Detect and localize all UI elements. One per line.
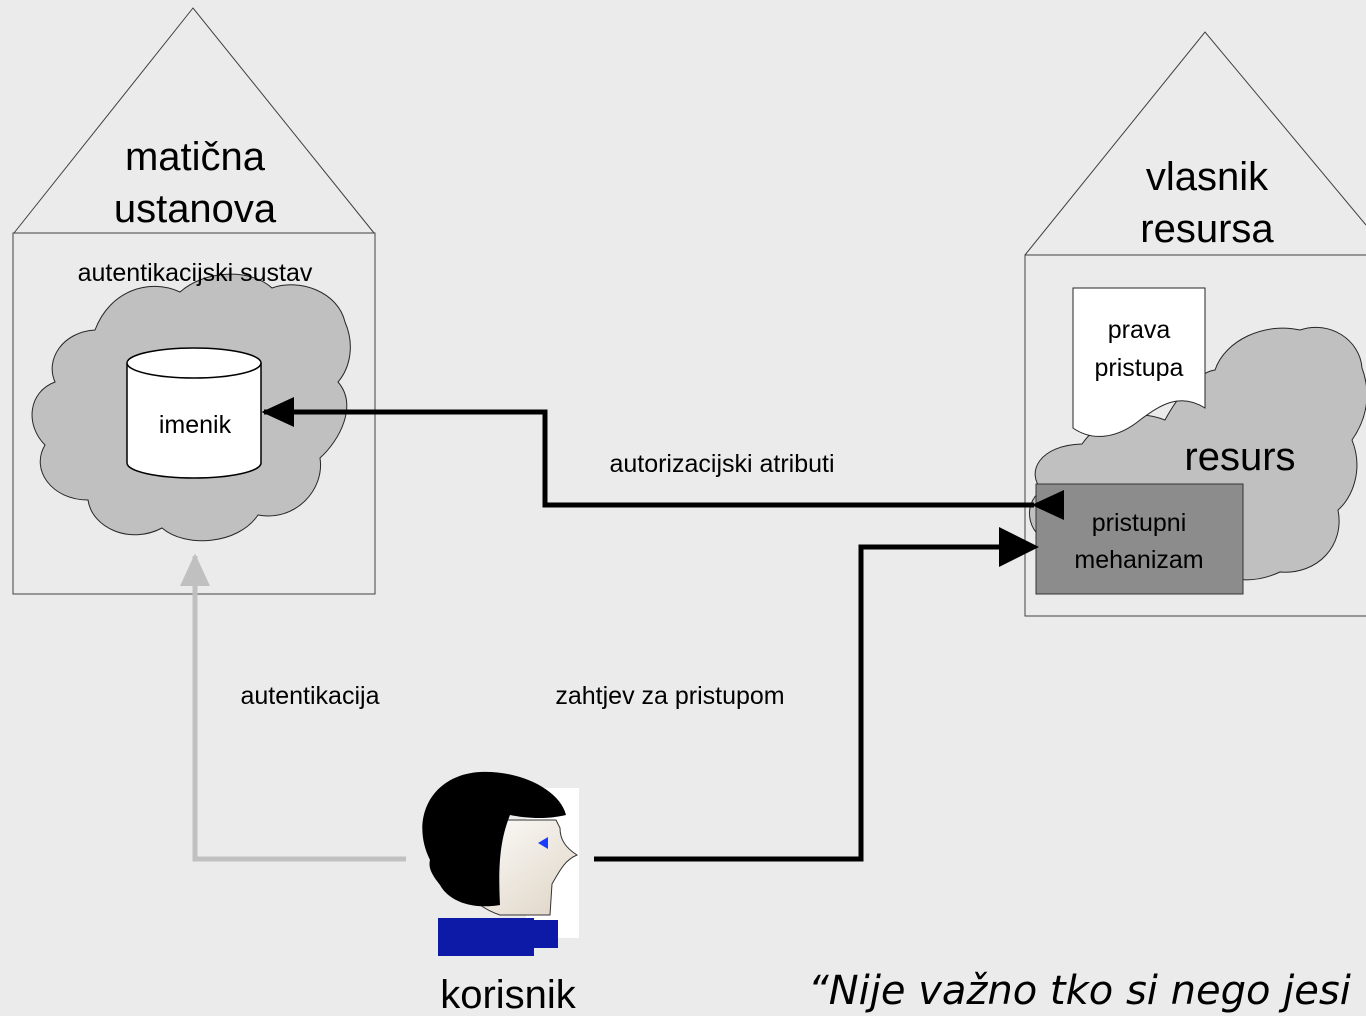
access-mechanism-box [1035, 483, 1244, 595]
user-avatar-icon [422, 771, 579, 956]
home-institution-roof [13, 7, 375, 234]
access-request-arrow [594, 527, 1039, 862]
directory-database-icon [126, 347, 262, 479]
resource-label: resurs [1184, 435, 1295, 479]
resource-owner-title-line1: vlasnik [1146, 155, 1269, 199]
authorization-attributes-label: autorizacijski atributi [609, 450, 834, 478]
user-label: korisnik [440, 973, 577, 1016]
access-rights-label-line1: prava [1108, 316, 1171, 344]
authorization-attributes-arrow [261, 397, 1064, 520]
authentication-label: autentikacija [241, 682, 380, 710]
access-rights-label-line2: pristupa [1095, 354, 1184, 382]
resource-owner-title-line2: resursa [1140, 207, 1274, 251]
resource-owner-roof [1024, 31, 1366, 256]
authentication-arrow [180, 553, 406, 862]
home-institution-title-line1: matična [125, 135, 266, 179]
home-institution: matična ustanova autentikacijski sustav … [12, 7, 376, 595]
resource-owner: vlasnik resursa prava pristupa resurs pr… [1024, 31, 1366, 617]
quote-text: “Nije važno tko si nego jesi [808, 968, 1351, 1014]
directory-label: imenik [159, 411, 232, 439]
access-request-label: zahtjev za pristupom [555, 682, 784, 710]
access-mechanism-label-line1: pristupni [1092, 509, 1187, 537]
home-institution-title-line2: ustanova [114, 187, 277, 231]
access-rights-document-icon [1072, 287, 1206, 437]
access-mechanism-label-line2: mehanizam [1074, 546, 1203, 574]
auth-system-label: autentikacijski sustav [78, 259, 313, 287]
